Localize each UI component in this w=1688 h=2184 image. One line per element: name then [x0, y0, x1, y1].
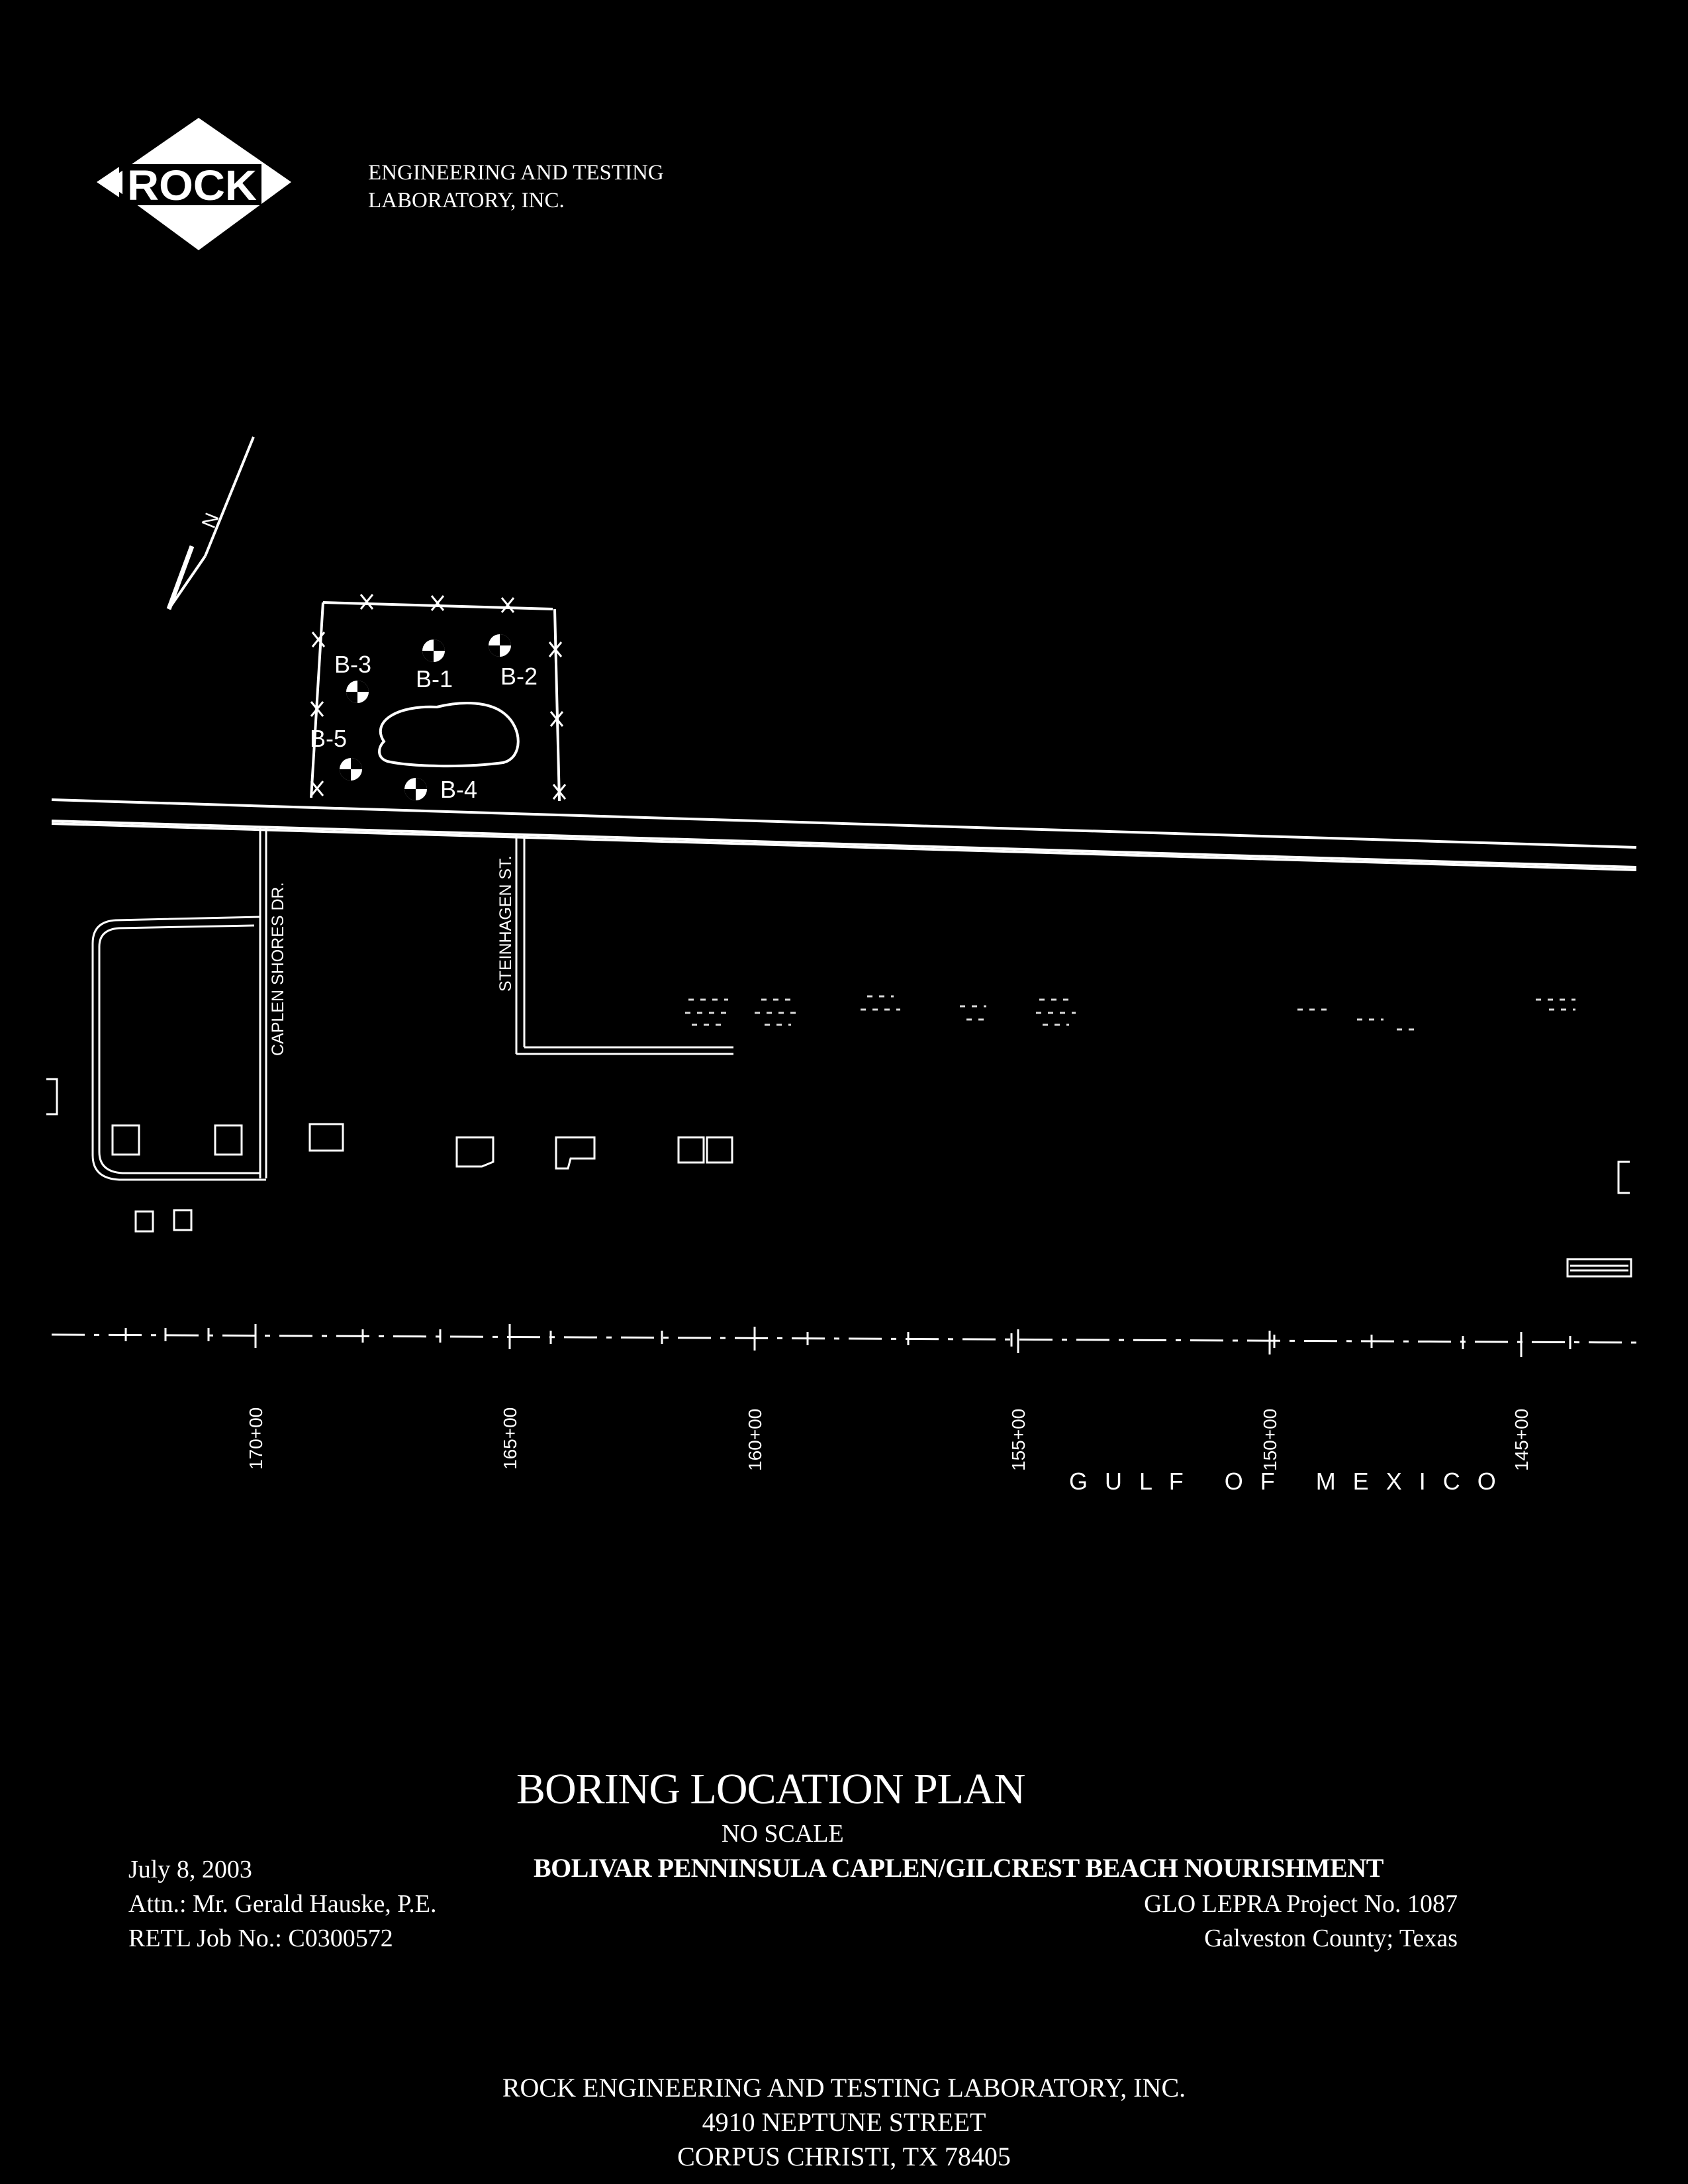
boring-b1-icon [422, 640, 445, 662]
caplen-shores-dr-lines [91, 826, 267, 1181]
boring-label-b5: B-5 [310, 725, 347, 752]
boring-b5-icon [340, 758, 362, 781]
station-label: 160+00 [745, 1409, 765, 1471]
footer-company: ROCK ENGINEERING AND TESTING LABORATORY,… [502, 2073, 1186, 2103]
station-label: 165+00 [500, 1407, 520, 1470]
boring-label-b4: B-4 [440, 776, 477, 803]
street-label-caplen-shores-dr: CAPLEN SHORES DR. [269, 882, 287, 1056]
project-county: Galveston County; Texas [1204, 1924, 1458, 1952]
survey-baseline [51, 1328, 1637, 1349]
boring-label-b2: B-2 [500, 663, 538, 690]
project-number: GLO LEPRA Project No. 1087 [1144, 1890, 1458, 1918]
boring-markers [340, 634, 511, 800]
report-info: July 8, 2003 Attn.: Mr. Gerald Hauske, P… [128, 1852, 436, 1956]
north-arrow-icon [166, 436, 255, 610]
drawing-title: BORING LOCATION PLAN [516, 1765, 1025, 1813]
boring-label-b3: B-3 [334, 651, 371, 678]
highway [51, 798, 1637, 871]
job-number: RETL Job No.: C0300572 [128, 1924, 393, 1952]
faded-text-artifacts [685, 995, 1575, 1031]
project-name: BOLIVAR PENNINSULA CAPLEN/GILCREST BEACH… [534, 1853, 1383, 1883]
gulf-label: G U L F O F M E X I C O [1069, 1468, 1501, 1495]
scale-note: NO SCALE [722, 1820, 844, 1848]
pond-outline [378, 702, 520, 768]
company-line-2: LABORATORY, INC. [368, 189, 565, 213]
station-markers [254, 1324, 1523, 1357]
station-label: 145+00 [1511, 1409, 1532, 1471]
company-line-1: ENGINEERING AND TESTING [368, 161, 664, 185]
project-details: GLO LEPRA Project No. 1087 Galveston Cou… [1144, 1887, 1458, 1956]
fence-marks [310, 594, 567, 800]
street-label-steinhagen-st: STEINHAGEN ST. [496, 855, 515, 992]
company-name: ENGINEERING AND TESTING LABORATORY, INC. [368, 159, 664, 214]
boring-location-map: 170+00 165+00 160+00 155+00 150+00 145+0… [46, 436, 1637, 1495]
report-attention: Attn.: Mr. Gerald Hauske, P.E. [128, 1890, 437, 1918]
north-label: N [198, 510, 224, 531]
boring-b3-icon [346, 681, 369, 703]
station-label: 155+00 [1008, 1409, 1029, 1471]
boring-b2-icon [489, 634, 511, 657]
footer-address: ROCK ENGINEERING AND TESTING LABORATORY,… [0, 2071, 1688, 2170]
logo-text: ROCK [127, 162, 257, 209]
rock-logo: ROCK [97, 118, 291, 250]
station-label: 150+00 [1260, 1409, 1280, 1471]
station-label: 170+00 [246, 1407, 266, 1470]
buildings [46, 1078, 1632, 1278]
boring-label-b1: B-1 [416, 665, 453, 692]
report-date: July 8, 2003 [128, 1856, 252, 1883]
footer-street: 4910 NEPTUNE STREET [702, 2107, 986, 2137]
footer-city: CORPUS CHRISTI, TX 78405 [677, 2142, 1011, 2170]
boring-b4-icon [404, 778, 427, 800]
steinhagen-st-lines [515, 835, 733, 1055]
